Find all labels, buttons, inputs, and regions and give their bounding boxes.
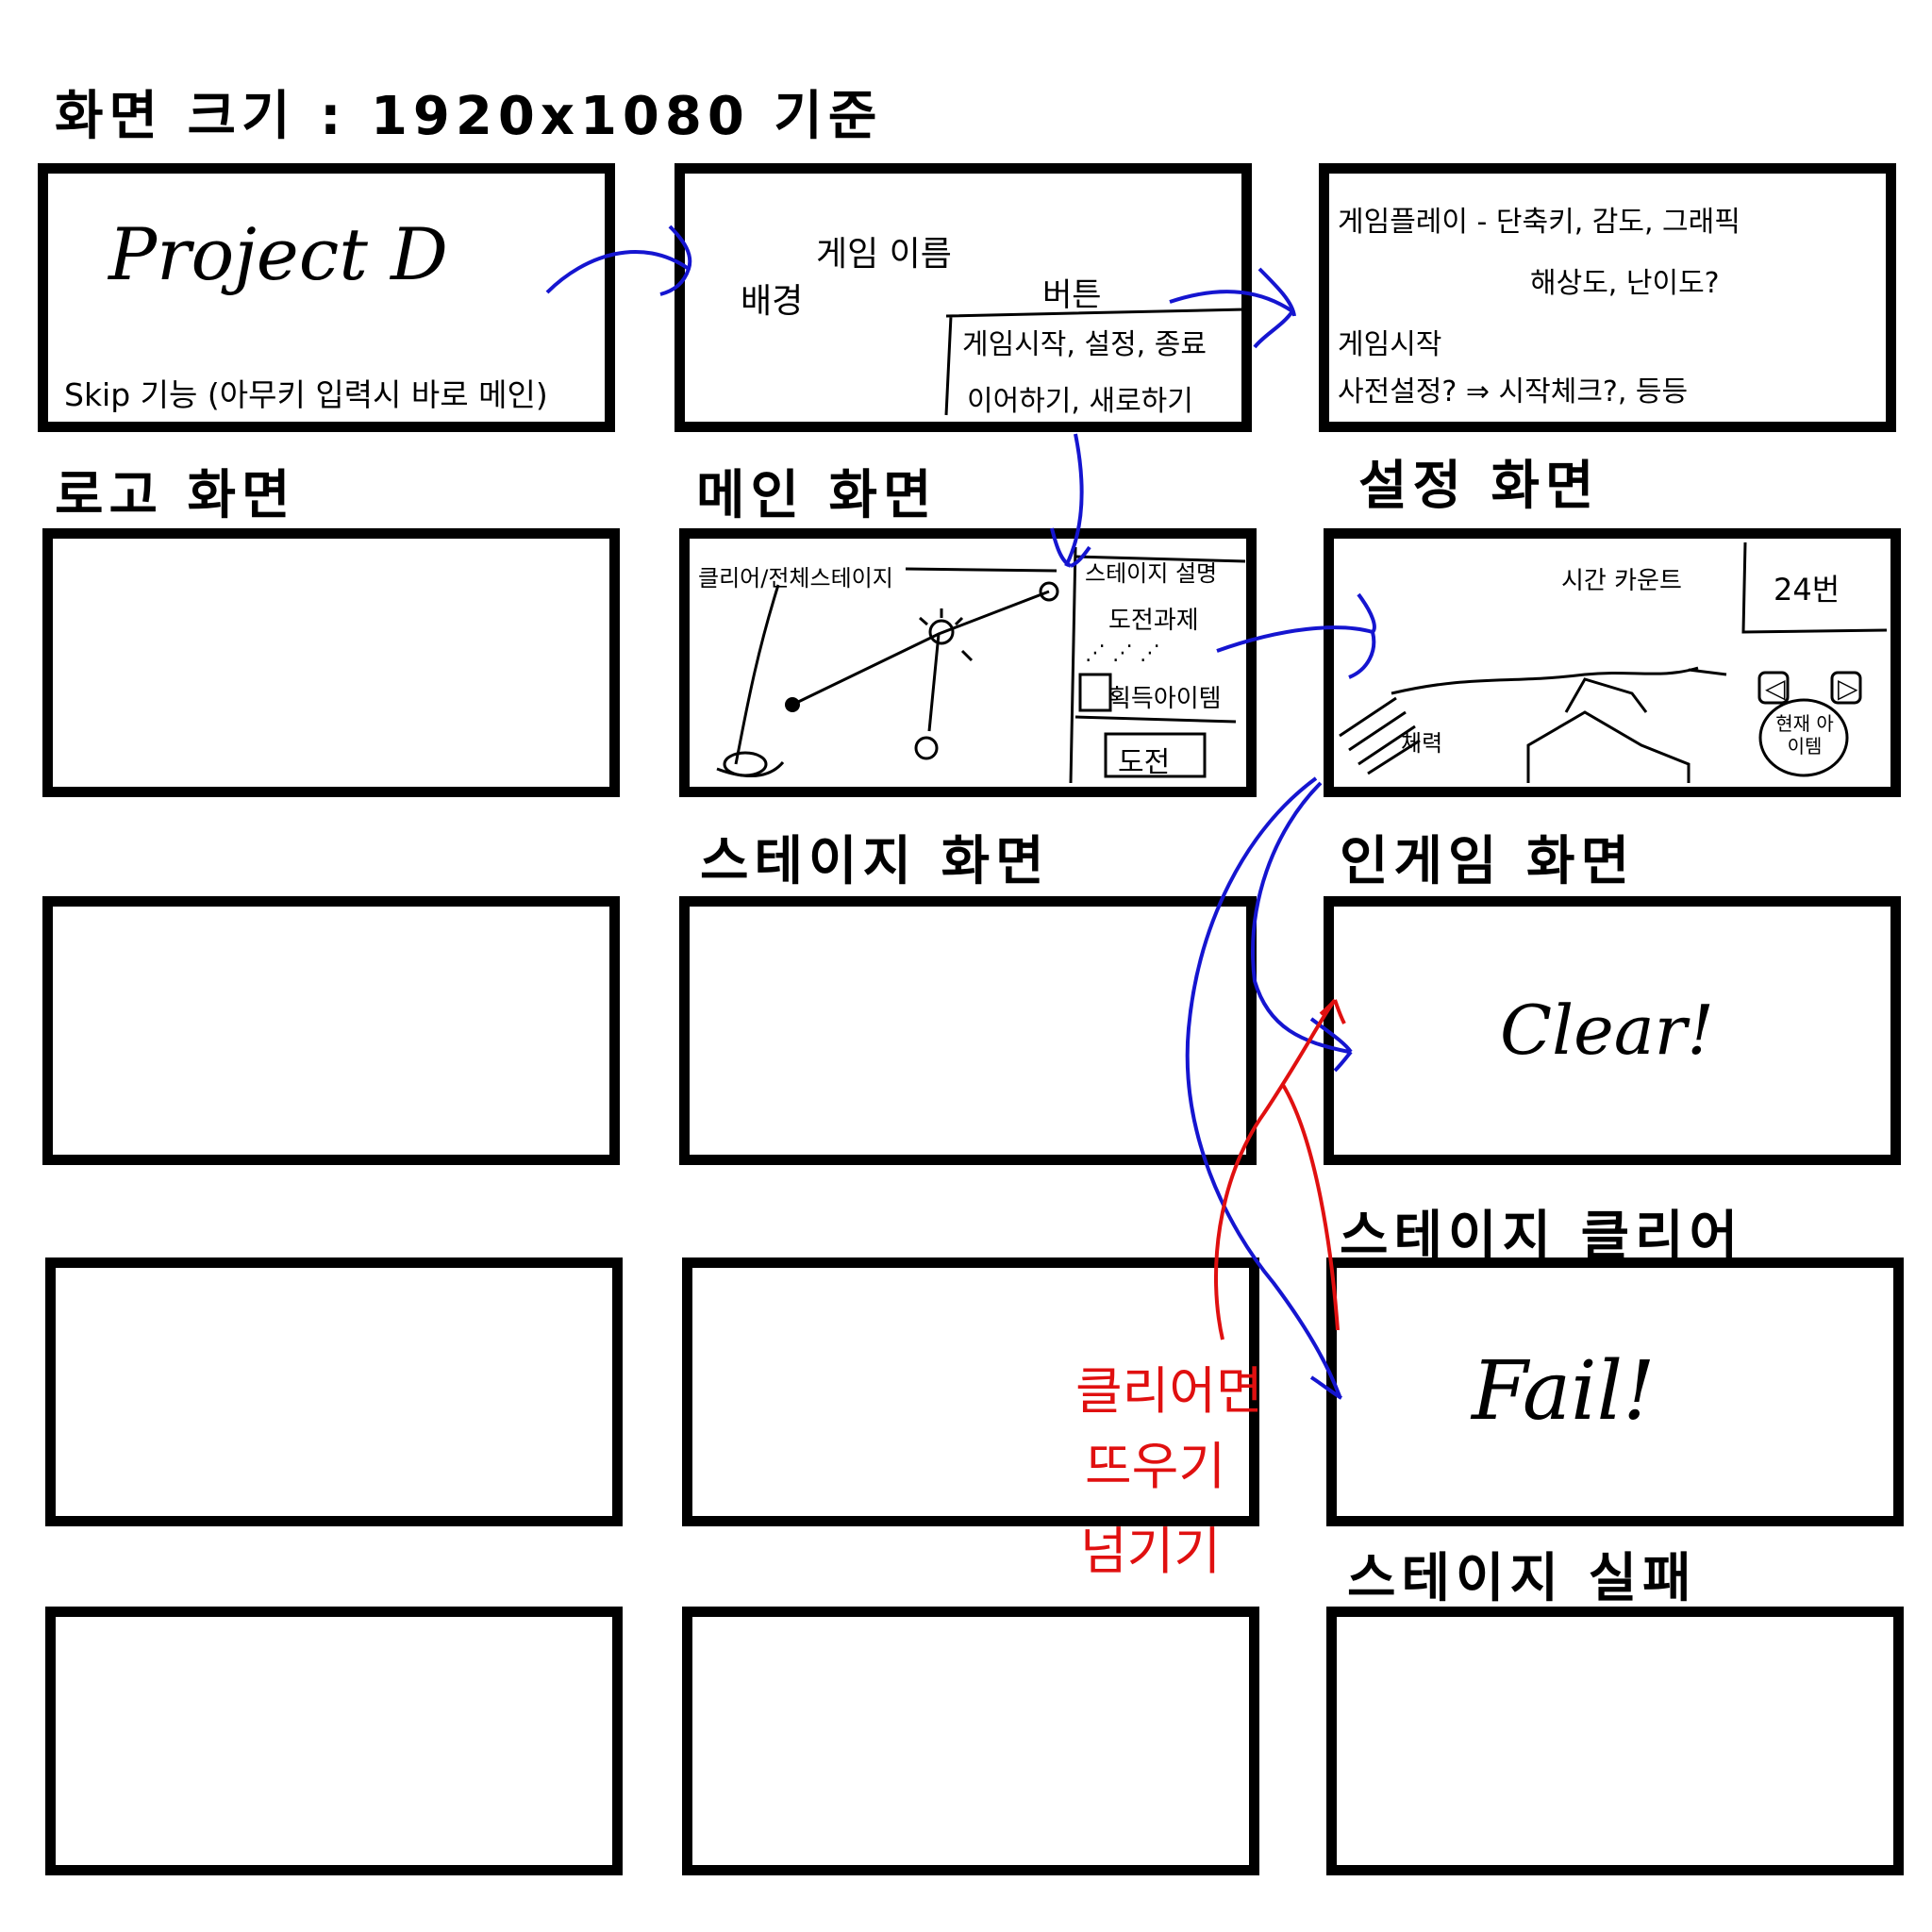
main-buttons-line2: 이어하기, 새로하기 bbox=[967, 385, 1193, 418]
clear-text: Clear! bbox=[1500, 991, 1715, 1070]
empty-frame-r2c1 bbox=[42, 528, 620, 797]
settings-screen-caption: 설정 화면 bbox=[1358, 456, 1600, 517]
settings-line1: 게임플레이 - 단축키, 감도, 그래픽 bbox=[1338, 206, 1740, 239]
main-label-buttons: 버튼 bbox=[1042, 276, 1102, 314]
settings-screen-frame bbox=[1319, 163, 1896, 432]
annotation-line1: 클리어면 bbox=[1075, 1361, 1263, 1421]
settings-line2: 해상도, 난이도? bbox=[1530, 267, 1720, 300]
stage-top-label: 클리어/전체스테이지 bbox=[698, 565, 893, 591]
clear-screen-frame bbox=[1324, 896, 1901, 1165]
main-label-background: 배경 bbox=[741, 282, 804, 321]
stage-info-items: 획득아이템 bbox=[1108, 685, 1222, 713]
annotation-line3: 넘기기 bbox=[1080, 1522, 1222, 1581]
stage-info-challenge: 도전과제 bbox=[1108, 607, 1199, 635]
clear-screen-caption: 스테이지 클리어 bbox=[1340, 1206, 1744, 1267]
logo-screen-frame bbox=[38, 163, 615, 432]
empty-frame-r5c2 bbox=[682, 1607, 1259, 1875]
logo-screen-caption: 로고 화면 bbox=[55, 465, 296, 526]
logo-text: Project D bbox=[108, 212, 448, 296]
page-title: 화면 크기 : 1920x1080 기준 bbox=[55, 86, 883, 147]
empty-frame-r3c1 bbox=[42, 896, 620, 1165]
empty-frame-r4c2 bbox=[682, 1257, 1259, 1526]
ingame-next-button[interactable]: ▷ bbox=[1838, 673, 1858, 704]
ingame-timer-label: 시간 카운트 bbox=[1561, 567, 1682, 595]
ingame-remaining: 24번 bbox=[1774, 572, 1840, 608]
stage-info-dots: ⋰ ⋰ ⋰ bbox=[1085, 641, 1160, 665]
settings-line3: 게임시작 bbox=[1338, 328, 1442, 361]
stage-info-title: 스테이지 설명 bbox=[1085, 560, 1218, 587]
stage-challenge-button[interactable]: 도전 bbox=[1118, 746, 1171, 779]
fail-screen-frame bbox=[1326, 1257, 1904, 1526]
ingame-item-label: 현재 아이템 bbox=[1775, 712, 1834, 758]
main-buttons-line1: 게임시작, 설정, 종료 bbox=[962, 328, 1207, 361]
main-screen-caption: 메인 화면 bbox=[696, 465, 938, 526]
fail-text: Fail! bbox=[1472, 1344, 1656, 1439]
settings-line4: 사전설정? ⇒ 시작체크?, 등등 bbox=[1338, 375, 1689, 408]
main-label-game-name: 게임 이름 bbox=[816, 235, 952, 274]
ingame-prev-button[interactable]: ◁ bbox=[1765, 673, 1786, 704]
empty-frame-r5c3 bbox=[1326, 1607, 1904, 1875]
empty-frame-r5c1 bbox=[45, 1607, 623, 1875]
ingame-screen-caption: 인게임 화면 bbox=[1340, 831, 1636, 892]
skip-note: Skip 기능 (아무키 입력시 바로 메인) bbox=[64, 376, 548, 413]
fail-screen-caption: 스테이지 실패 bbox=[1347, 1548, 1697, 1609]
empty-frame-r3c2 bbox=[679, 896, 1257, 1165]
arrow-main-to-settings-head bbox=[1257, 267, 1296, 317]
empty-frame-r4c1 bbox=[45, 1257, 623, 1526]
stage-screen-caption: 스테이지 화면 bbox=[700, 831, 1050, 892]
ingame-deco-label: 체력 bbox=[1401, 730, 1443, 757]
annotation-line2: 뜨우기 bbox=[1085, 1437, 1226, 1496]
